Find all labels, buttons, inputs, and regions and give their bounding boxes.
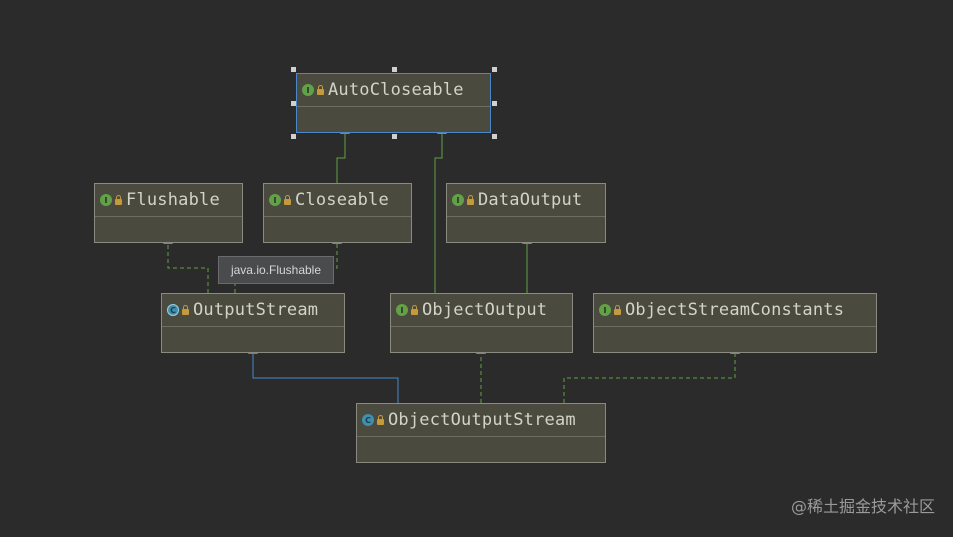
class-node-autocloseable[interactable]: I AutoCloseable: [296, 73, 491, 133]
class-badge-icon: C: [362, 414, 374, 426]
node-label: OutputStream: [193, 300, 319, 320]
edge-objectoutputstream-to-outputstream: [248, 344, 399, 403]
node-label: ObjectOutputStream: [388, 410, 576, 430]
node-label: DataOutput: [478, 190, 583, 210]
lock-icon: [182, 305, 189, 315]
node-label: Closeable: [295, 190, 389, 210]
interface-badge-icon: I: [599, 304, 611, 316]
edge-objectoutputstream-to-objectstreamconstants: [563, 344, 740, 403]
class-node-objectstreamconstants[interactable]: I ObjectStreamConstants: [593, 293, 877, 353]
interface-badge-icon: I: [452, 194, 464, 206]
selection-handle[interactable]: [291, 67, 296, 72]
node-label: ObjectOutput: [422, 300, 548, 320]
lock-icon: [411, 305, 418, 315]
interface-badge-icon: I: [396, 304, 408, 316]
edge-objectoutput-to-autocloseable: [434, 124, 447, 293]
interface-badge-icon: I: [269, 194, 281, 206]
watermark: @稀土掘金技术社区: [790, 497, 935, 516]
edge-closeable-to-autocloseable: [336, 124, 350, 183]
interface-badge-icon: I: [100, 194, 112, 206]
lock-icon: [115, 195, 122, 205]
class-node-closeable[interactable]: I Closeable: [263, 183, 412, 243]
hover-tooltip: java.io.Flushable: [218, 256, 334, 284]
selection-handle[interactable]: [492, 101, 497, 106]
lock-icon: [467, 195, 474, 205]
selection-handle[interactable]: [492, 67, 497, 72]
selection-handle[interactable]: [392, 67, 397, 72]
selection-handle[interactable]: [392, 134, 397, 139]
selection-handle[interactable]: [291, 101, 296, 106]
class-node-objectoutput[interactable]: I ObjectOutput: [390, 293, 573, 353]
node-label: Flushable: [126, 190, 220, 210]
selection-handle[interactable]: [492, 134, 497, 139]
lock-icon: [377, 415, 384, 425]
lock-icon: [614, 305, 621, 315]
node-label: AutoCloseable: [328, 80, 464, 100]
class-node-flushable[interactable]: I Flushable: [94, 183, 243, 243]
interface-badge-icon: I: [302, 84, 314, 96]
abstract-class-badge-icon: C: [167, 304, 179, 316]
lock-icon: [317, 85, 324, 95]
class-node-objectoutputstream[interactable]: C ObjectOutputStream: [356, 403, 606, 463]
class-node-outputstream[interactable]: C OutputStream: [161, 293, 345, 353]
node-label: ObjectStreamConstants: [625, 300, 845, 320]
class-node-dataoutput[interactable]: I DataOutput: [446, 183, 606, 243]
lock-icon: [284, 195, 291, 205]
selection-handle[interactable]: [291, 134, 296, 139]
edge-outputstream-to-flushable: [163, 234, 209, 293]
